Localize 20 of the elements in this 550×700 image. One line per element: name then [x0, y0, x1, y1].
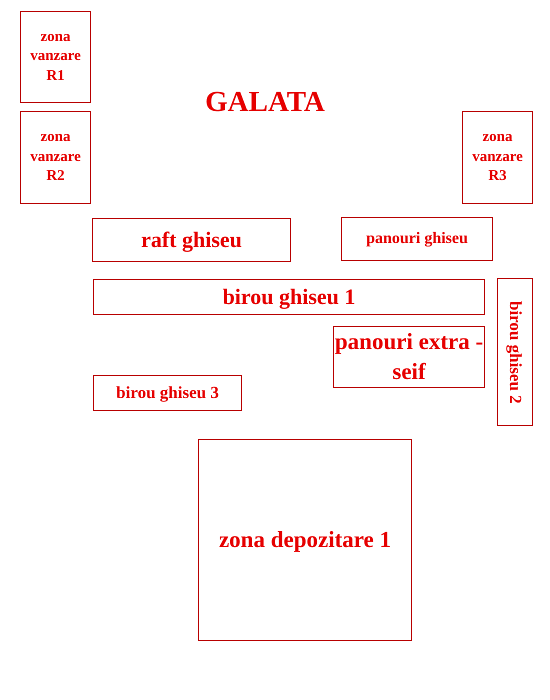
- area-label: zona vanzare R1: [29, 28, 82, 86]
- area-label: birou ghiseu 3: [116, 382, 219, 404]
- plan-title: GALATA: [204, 86, 326, 119]
- area-label: panouri ghiseu: [366, 228, 468, 249]
- sales-area: [20, 111, 91, 204]
- desk-area: [93, 375, 242, 411]
- panel-area: [341, 217, 493, 261]
- area-label: zona depozitare 1: [218, 526, 392, 554]
- area-label: birou ghiseu 1: [222, 282, 356, 311]
- shelf-area: [92, 218, 291, 262]
- area-label: raft ghiseu: [141, 226, 242, 254]
- desk-area: [497, 278, 533, 426]
- area-label: panouri extra - seif: [334, 328, 484, 386]
- area-label: zona vanzare R3: [471, 128, 524, 186]
- area-label: birou ghiseu 2: [505, 300, 526, 404]
- sales-area: [20, 11, 91, 103]
- area-label: zona vanzare R2: [29, 128, 82, 186]
- desk-area: [93, 279, 485, 315]
- storage-area: [198, 439, 412, 641]
- sales-area: [462, 111, 533, 204]
